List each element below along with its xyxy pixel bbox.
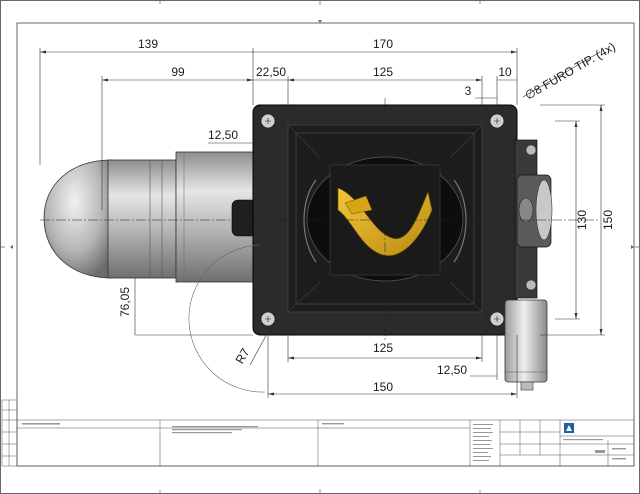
center-mark-left: [10, 245, 13, 249]
dim-r7: R7: [233, 346, 253, 367]
dim-99: 99: [171, 65, 185, 79]
company-logo: [564, 423, 574, 433]
center-mark-right: [631, 245, 634, 249]
dim-overall-right: 170: [373, 37, 393, 51]
elbow-pipe: [43, 151, 259, 283]
motor-body: [504, 299, 548, 383]
dim-left-12-50: 12,50: [208, 128, 238, 142]
dim-bottom-125: 125: [373, 341, 393, 355]
dim-22-50: 22,50: [256, 65, 286, 79]
bolt-holes: [260, 113, 505, 327]
dim-130: 130: [575, 210, 589, 230]
dim-3: 3: [465, 84, 472, 98]
dim-right-150: 150: [601, 210, 615, 230]
center-lines: [40, 98, 600, 340]
dim-overall-left: 139: [138, 37, 158, 51]
dimension-lines: [39, 48, 605, 398]
title-block-fine-print: [22, 423, 626, 461]
radius-arc: [188, 244, 266, 393]
drive-assembly: [504, 139, 553, 391]
dim-top-125: 125: [373, 65, 393, 79]
rotor-vane: [337, 187, 433, 256]
dim-bottom-12-50: 12,50: [437, 363, 467, 377]
dim-10: 10: [498, 65, 512, 79]
dimension-arrows: [40, 50, 603, 396]
title-block: [1, 399, 635, 467]
dim-bottom-150: 150: [373, 380, 393, 394]
center-mark-top: [318, 20, 322, 23]
hole-note: ∅8 FURO TIP. (4x): [523, 39, 618, 102]
dim-76-05: 76,05: [118, 287, 132, 317]
